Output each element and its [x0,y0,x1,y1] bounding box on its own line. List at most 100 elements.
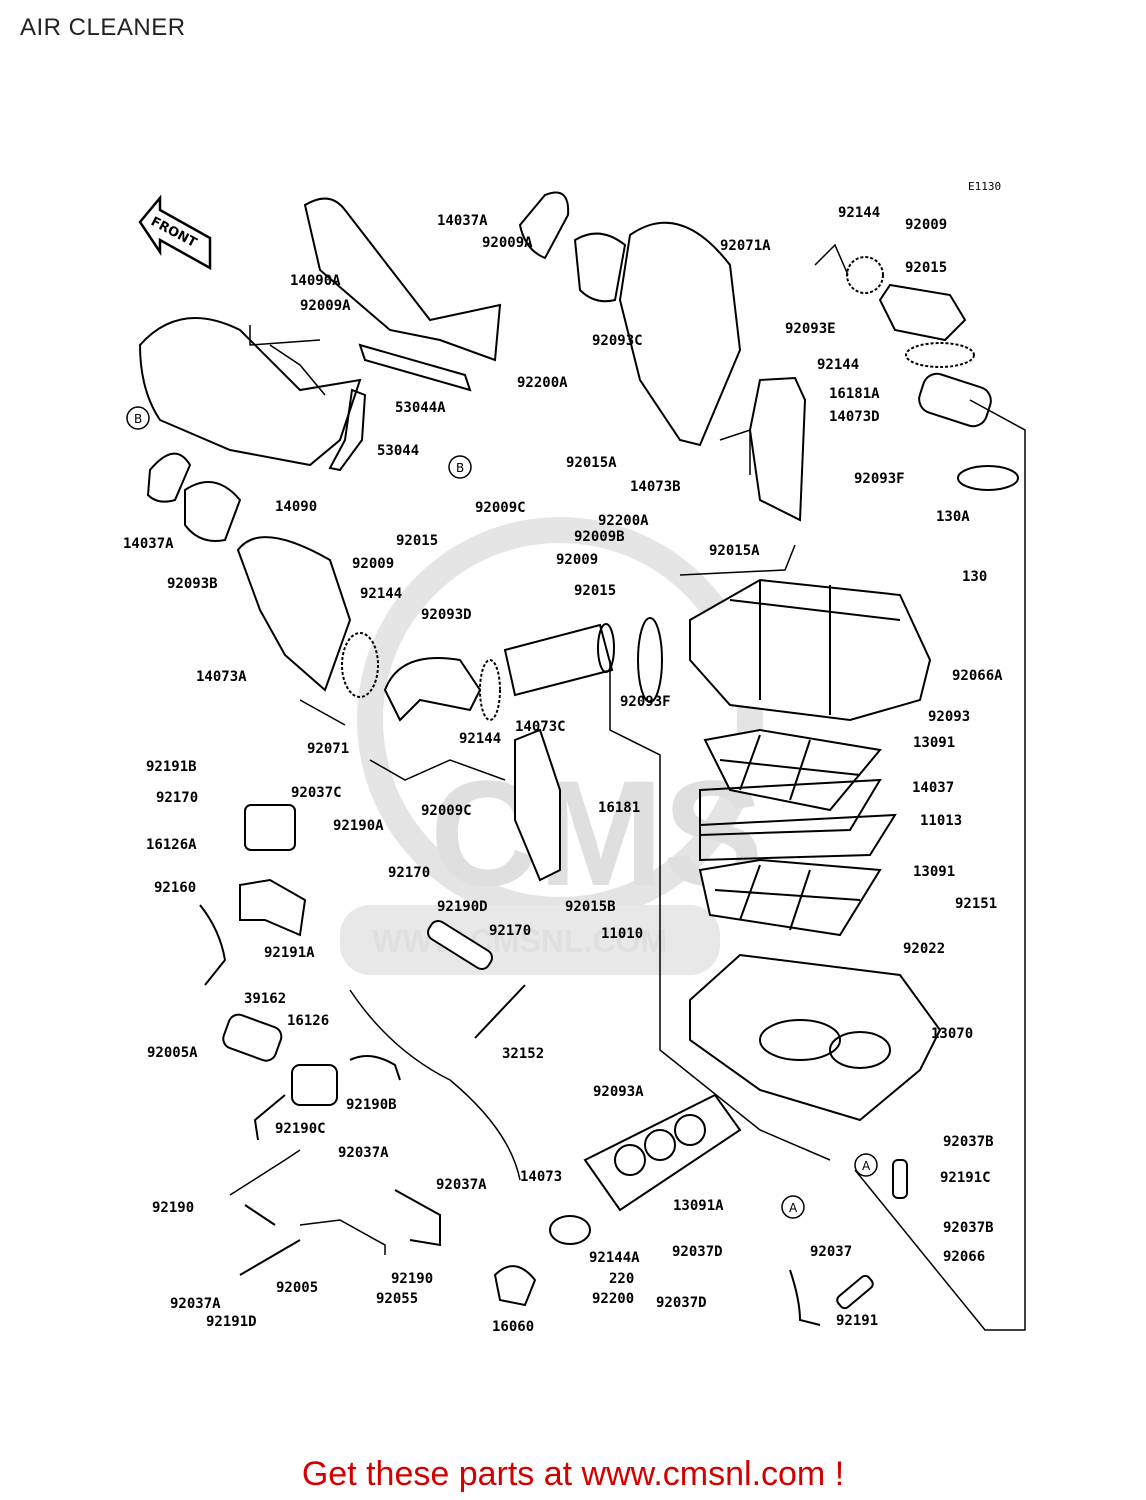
ring-14073-shape [549,1215,591,1245]
watermark-url: WWW.CMSNL.COM [372,923,667,959]
callout-a-low: A [781,1195,805,1219]
label-14073B: 14073B [630,479,681,495]
element-14037-shape [699,778,882,837]
label-92037D: 92037D [672,1244,723,1260]
label-92009C: 92009C [421,803,472,819]
footer-shop-link[interactable]: Get these parts at www.cmsnl.com ! [301,1455,845,1493]
label-92009A: 92009A [482,235,533,251]
cover-16181-shape [514,728,561,882]
label-92009C: 92009C [475,500,526,516]
duct-14090-shape [138,317,362,467]
valve-16126a-shape [244,804,296,851]
label-14073A: 14073A [196,669,247,685]
label-92015B: 92015B [565,899,616,915]
label-92037B: 92037B [943,1220,994,1236]
callout-b-left: B [126,406,150,430]
ring-92144-b [905,342,975,368]
callout-b-mid: B [448,455,472,479]
svg-text:A: A [862,1159,871,1173]
label-92093B: 92093B [167,576,218,592]
hose-92191-shape [789,1269,821,1326]
label-92093D: 92093D [421,607,472,623]
foam-14037a-top-shape [518,191,570,260]
label-13091A: 13091A [673,1198,724,1214]
gasket-92093a-shape [583,1093,742,1212]
label-92190: 92190 [391,1271,433,1287]
label-92009A: 92009A [300,298,351,314]
label-16126A: 16126A [146,837,197,853]
tube-92191c-shape [892,1159,908,1199]
label-14037A: 14037A [123,536,174,552]
tube-92190d-shape [427,919,493,971]
page-title: AIR CLEANER [20,14,186,41]
part-labels: 14037A 92009A 92071A 92144 92009 92015 1… [123,205,1003,1335]
label-92190A: 92190A [333,818,384,834]
part-drawings [138,191,1026,1331]
svg-text:B: B [134,412,142,426]
label-92151: 92151 [955,896,997,912]
connector-14073d-shape [918,372,992,428]
svg-text:A: A [789,1201,798,1215]
label-92015: 92015 [905,260,947,276]
label-13091: 13091 [913,864,955,880]
label-16126: 16126 [287,1013,329,1029]
label-92009: 92009 [352,556,394,572]
label-92160: 92160 [154,880,196,896]
label-92191A: 92191A [264,945,315,961]
label-92093F: 92093F [620,694,671,710]
label-92190D: 92190D [437,899,488,915]
part-16060-shape [493,1265,537,1307]
foam-14037a-left-shape [146,452,192,503]
label-92015: 92015 [396,533,438,549]
label-53044: 53044 [377,443,419,459]
label-92009: 92009 [556,552,598,568]
seal-92093c-shape [573,232,627,303]
label-92037A: 92037A [436,1177,487,1193]
duct-14090a-shape [303,197,502,362]
ring-92144-c [341,632,379,698]
seal-92093f-top [957,465,1019,491]
label-92093F: 92093F [854,471,905,487]
hose-92191a-shape [199,904,227,986]
hose-92190b-shape [349,1055,401,1081]
label-92037D: 92037D [656,1295,707,1311]
label-92093E: 92093E [785,321,836,337]
label-92191B: 92191B [146,759,197,775]
label-92009B: 92009B [574,529,625,545]
seal-92093f-mid [637,617,663,703]
ring-92144-d [479,659,501,721]
label-14073: 14073 [520,1169,562,1185]
label-92066A: 92066A [952,668,1003,684]
label-220: 220 [609,1271,634,1287]
tube-14073c-shape [503,623,614,697]
label-92037: 92037 [810,1244,852,1260]
label-130A: 130A [936,509,970,525]
ring-92144-a [846,256,884,294]
label-92144: 92144 [817,357,859,373]
label-92200A: 92200A [517,375,568,391]
cover-16181a-shape [748,376,807,522]
seal-92093b-shape [184,481,242,542]
label-92191C: 92191C [940,1170,991,1186]
frame-13091-lower-shape [698,858,882,937]
label-92015: 92015 [574,583,616,599]
label-16181: 16181 [598,800,640,816]
exploded-parts-diagram: CMS WWW.CMSNL.COM E1130 FRONT [123,180,1026,1335]
label-32152: 32152 [502,1046,544,1062]
label-92015A: 92015A [709,543,760,559]
label-13091: 13091 [913,735,955,751]
label-92037B: 92037B [943,1134,994,1150]
label-92190: 92190 [152,1200,194,1216]
front-arrow-icon: FRONT [138,194,212,271]
duct-14073a-shape [236,536,352,692]
label-92066: 92066 [943,1249,985,1265]
label-92055: 92055 [376,1291,418,1307]
element-11013-shape [699,813,897,862]
label-92093A: 92093A [593,1084,644,1100]
label-92093: 92093 [928,709,970,725]
label-92170: 92170 [489,923,531,939]
label-53044A: 53044A [395,400,446,416]
label-92037C: 92037C [291,785,342,801]
rod-32152-shape [474,984,526,1039]
bracket-92160-shape [239,878,307,937]
